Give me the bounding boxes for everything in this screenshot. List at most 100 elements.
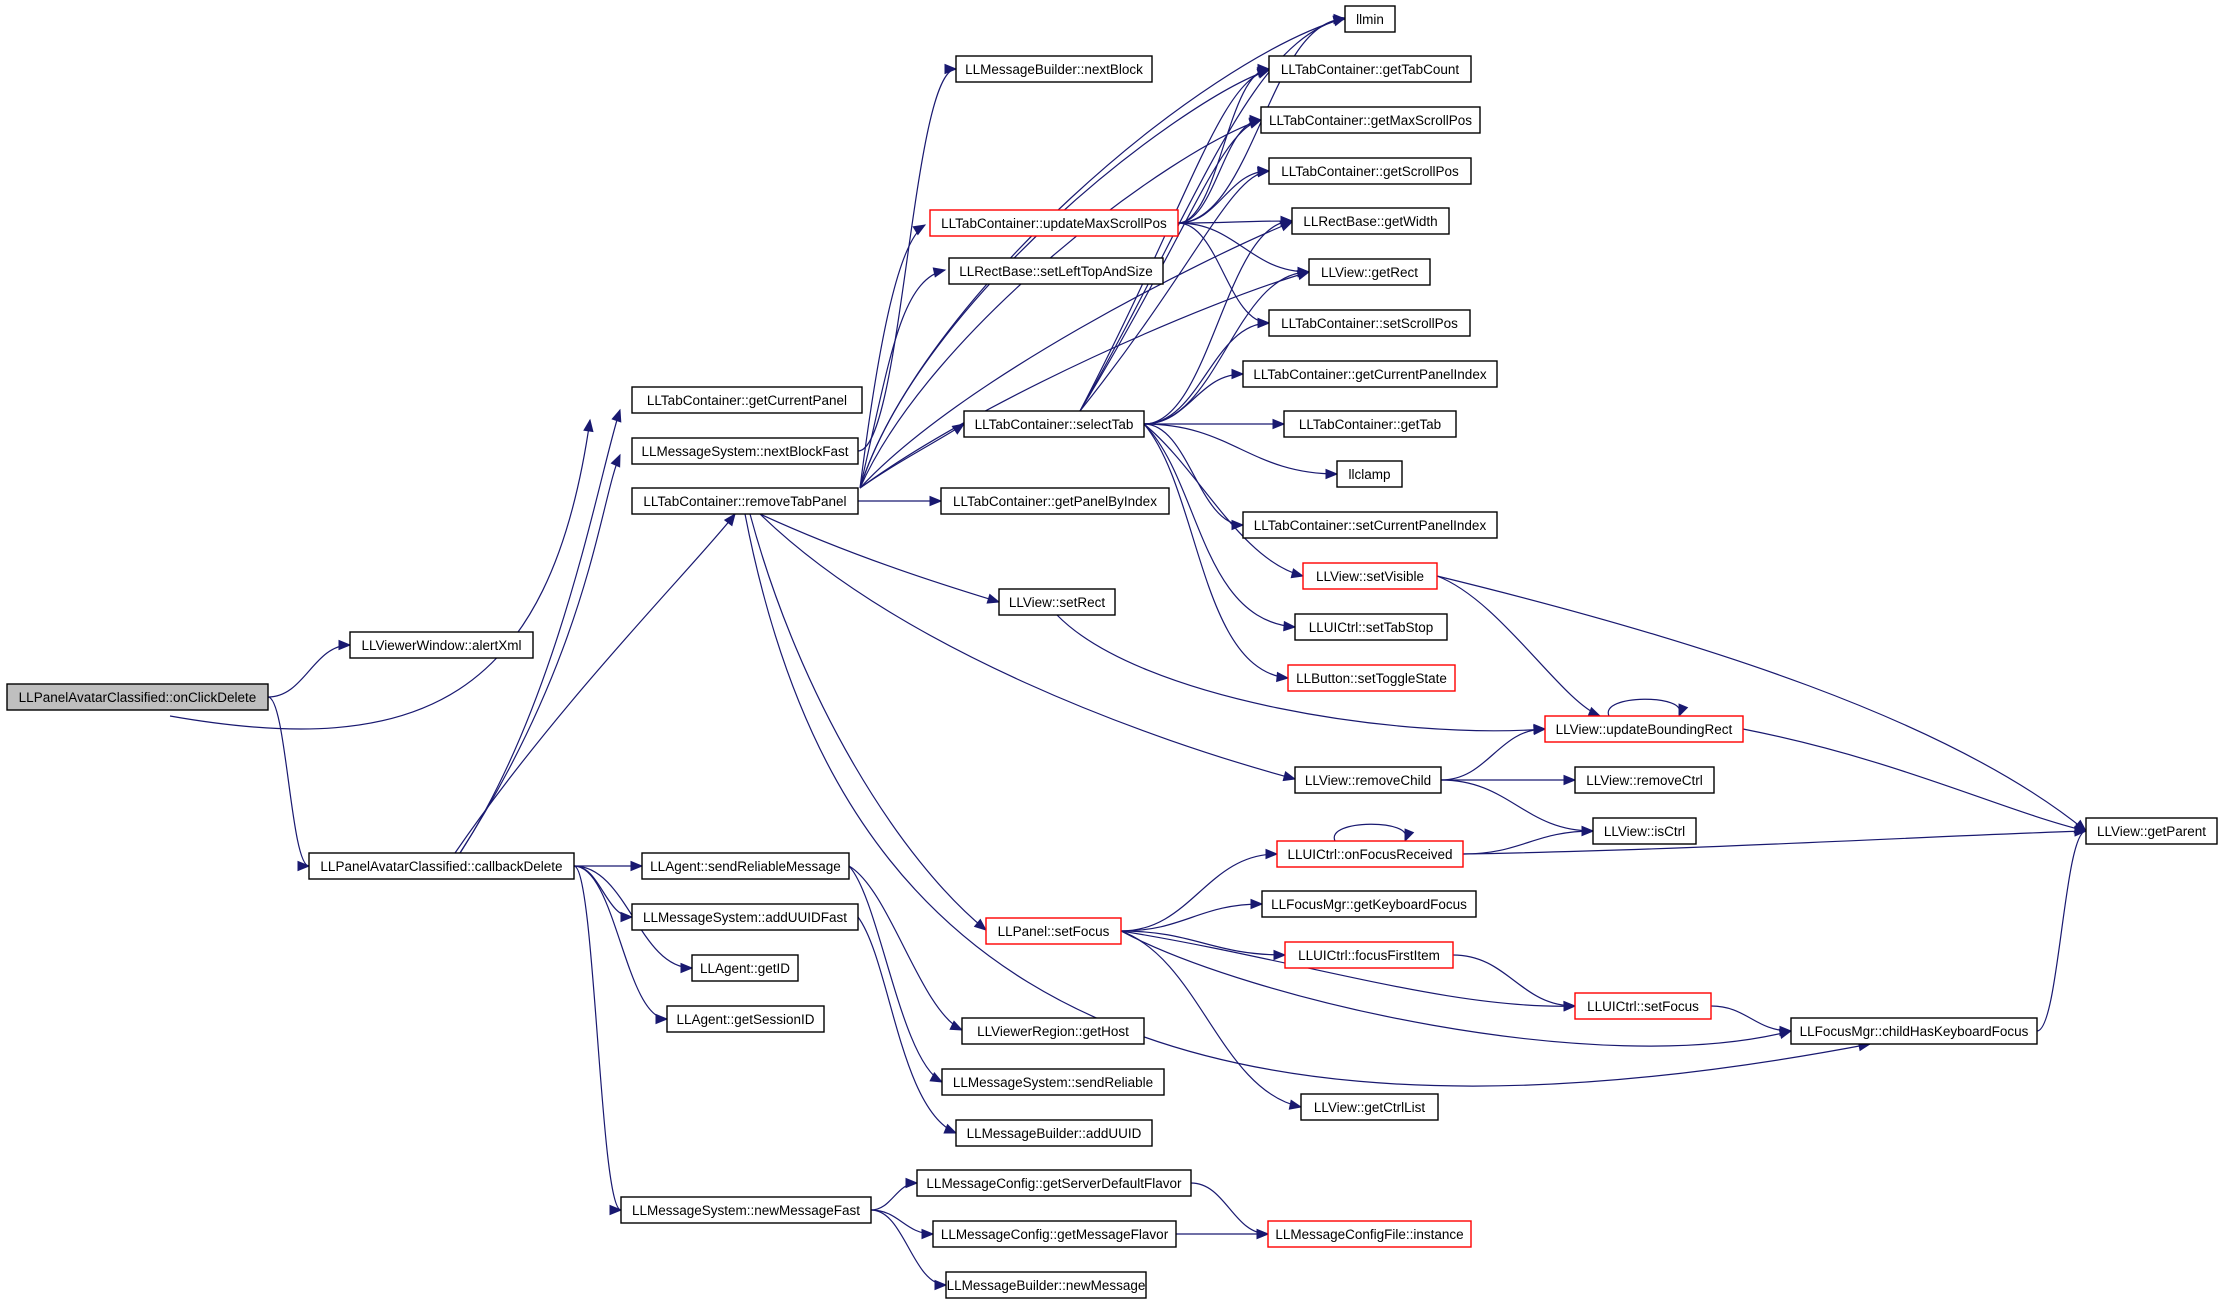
node-getHost[interactable]: LLViewerRegion::getHost (961, 1017, 1145, 1045)
node-box-updateMaxScrollPos[interactable] (929, 209, 1179, 237)
node-getScrollPos[interactable]: LLTabContainer::getScrollPos (1268, 157, 1472, 185)
node-newMessage[interactable]: LLMessageBuilder::newMessage (945, 1271, 1147, 1299)
node-getCurrentPanel[interactable]: LLTabContainer::getCurrentPanel (631, 386, 863, 414)
node-setVisible[interactable]: LLView::setVisible (1302, 562, 1438, 590)
node-box-getServerDefaultFlavor[interactable] (916, 1169, 1192, 1197)
node-box-setLeftTopAndSize[interactable] (948, 257, 1164, 285)
node-uiSetFocus[interactable]: LLUICtrl::setFocus (1574, 992, 1712, 1020)
node-sendReliable[interactable]: LLMessageSystem::sendReliable (941, 1068, 1165, 1096)
node-box-newMessage[interactable] (945, 1271, 1147, 1299)
node-box-getWidth[interactable] (1291, 207, 1450, 235)
node-box-addUUID[interactable] (955, 1119, 1153, 1147)
node-setLeftTopAndSize[interactable]: LLRectBase::setLeftTopAndSize (948, 257, 1164, 285)
node-box-getCurrentPanelIndex[interactable] (1242, 360, 1498, 388)
node-box-uiSetFocus[interactable] (1574, 992, 1712, 1020)
node-selectTab[interactable]: LLTabContainer::selectTab (963, 410, 1145, 438)
node-getPanelByIndex[interactable]: LLTabContainer::getPanelByIndex (940, 487, 1170, 515)
node-getCurrentPanelIndex[interactable]: LLTabContainer::getCurrentPanelIndex (1242, 360, 1498, 388)
node-box-setScrollPos[interactable] (1268, 309, 1471, 337)
node-childHasKeyboardFocus[interactable]: LLFocusMgr::childHasKeyboardFocus (1790, 1017, 2038, 1045)
node-box-getParent[interactable] (2085, 817, 2218, 845)
node-removeTabPanel[interactable]: LLTabContainer::removeTabPanel (631, 487, 859, 515)
node-getCtrlList[interactable]: LLView::getCtrlList (1300, 1093, 1439, 1121)
node-box-addUUIDFast[interactable] (631, 903, 859, 931)
node-box-root[interactable] (6, 683, 269, 711)
node-box-getScrollPos[interactable] (1268, 157, 1472, 185)
node-box-removeChild[interactable] (1294, 766, 1442, 794)
node-box-getSessionID[interactable] (666, 1005, 825, 1033)
node-getMaxScrollPos[interactable]: LLTabContainer::getMaxScrollPos (1260, 106, 1481, 134)
node-setFocus[interactable]: LLPanel::setFocus (985, 917, 1122, 945)
node-box-sendReliableMessage[interactable] (641, 852, 850, 880)
node-box-sendReliable[interactable] (941, 1068, 1165, 1096)
node-onFocusReceived[interactable]: LLUICtrl::onFocusReceived (1276, 840, 1464, 868)
node-box-removeCtrl[interactable] (1574, 766, 1715, 794)
node-nextBlock[interactable]: LLMessageBuilder::nextBlock (955, 55, 1153, 83)
node-box-removeTabPanel[interactable] (631, 487, 859, 515)
node-box-callbackDelete[interactable] (308, 852, 575, 880)
node-box-setToggleState[interactable] (1287, 664, 1456, 692)
node-callbackDelete[interactable]: LLPanelAvatarClassified::callbackDelete (308, 852, 575, 880)
node-box-llclamp[interactable] (1336, 460, 1403, 488)
node-getMessageFlavor[interactable]: LLMessageConfig::getMessageFlavor (932, 1220, 1177, 1248)
node-newMessageFast[interactable]: LLMessageSystem::newMessageFast (620, 1196, 872, 1224)
node-box-setCurrentPanelIndex[interactable] (1242, 511, 1498, 539)
node-box-isCtrl[interactable] (1592, 817, 1697, 845)
node-box-setTabStop[interactable] (1294, 613, 1448, 641)
node-focusFirstItem[interactable]: LLUICtrl::focusFirstItem (1284, 941, 1454, 969)
node-box-getCtrlList[interactable] (1300, 1093, 1439, 1121)
node-box-getMessageFlavor[interactable] (932, 1220, 1177, 1248)
node-addUUID[interactable]: LLMessageBuilder::addUUID (955, 1119, 1153, 1147)
node-setRect[interactable]: LLView::setRect (998, 588, 1116, 616)
node-box-selectTab[interactable] (963, 410, 1145, 438)
node-box-focusFirstItem[interactable] (1284, 941, 1454, 969)
node-box-getCurrentPanel[interactable] (631, 386, 863, 414)
node-isCtrl[interactable]: LLView::isCtrl (1592, 817, 1697, 845)
node-getParent[interactable]: LLView::getParent (2085, 817, 2218, 845)
node-sendReliableMessage[interactable]: LLAgent::sendReliableMessage (641, 852, 850, 880)
node-getServerDefaultFlavor[interactable]: LLMessageConfig::getServerDefaultFlavor (916, 1169, 1192, 1197)
node-box-getID[interactable] (691, 954, 799, 982)
node-removeChild[interactable]: LLView::removeChild (1294, 766, 1442, 794)
node-box-onFocusReceived[interactable] (1276, 840, 1464, 868)
node-instance[interactable]: LLMessageConfigFile::instance (1267, 1220, 1472, 1248)
node-setToggleState[interactable]: LLButton::setToggleState (1287, 664, 1456, 692)
node-box-instance[interactable] (1267, 1220, 1472, 1248)
node-getTab[interactable]: LLTabContainer::getTab (1283, 410, 1457, 438)
node-box-getPanelByIndex[interactable] (940, 487, 1170, 515)
node-box-getKeyboardFocus[interactable] (1261, 890, 1477, 918)
node-getTabCount[interactable]: LLTabContainer::getTabCount (1268, 55, 1472, 83)
node-box-getMaxScrollPos[interactable] (1260, 106, 1481, 134)
node-box-updateBoundingRect[interactable] (1544, 715, 1744, 743)
node-box-getTabCount[interactable] (1268, 55, 1472, 83)
node-box-getHost[interactable] (961, 1017, 1145, 1045)
node-box-llmin[interactable] (1344, 5, 1396, 33)
node-box-nextBlockFast[interactable] (631, 437, 859, 465)
node-getWidth[interactable]: LLRectBase::getWidth (1291, 207, 1450, 235)
node-box-setFocus[interactable] (985, 917, 1122, 945)
node-llmin[interactable]: llmin (1344, 5, 1396, 33)
node-box-getTab[interactable] (1283, 410, 1457, 438)
node-nextBlockFast[interactable]: LLMessageSystem::nextBlockFast (631, 437, 859, 465)
node-addUUIDFast[interactable]: LLMessageSystem::addUUIDFast (631, 903, 859, 931)
node-setTabStop[interactable]: LLUICtrl::setTabStop (1294, 613, 1448, 641)
node-getRect[interactable]: LLView::getRect (1308, 258, 1431, 286)
node-getKeyboardFocus[interactable]: LLFocusMgr::getKeyboardFocus (1261, 890, 1477, 918)
node-getID[interactable]: LLAgent::getID (691, 954, 799, 982)
node-box-newMessageFast[interactable] (620, 1196, 872, 1224)
node-alertXml[interactable]: LLViewerWindow::alertXml (349, 631, 534, 659)
node-box-childHasKeyboardFocus[interactable] (1790, 1017, 2038, 1045)
node-setScrollPos[interactable]: LLTabContainer::setScrollPos (1268, 309, 1471, 337)
node-updateBoundingRect[interactable]: LLView::updateBoundingRect (1544, 715, 1744, 743)
node-llclamp[interactable]: llclamp (1336, 460, 1403, 488)
node-root[interactable]: LLPanelAvatarClassified::onClickDelete (6, 683, 269, 711)
node-box-setRect[interactable] (998, 588, 1116, 616)
node-box-getRect[interactable] (1308, 258, 1431, 286)
node-box-alertXml[interactable] (349, 631, 534, 659)
node-removeCtrl[interactable]: LLView::removeCtrl (1574, 766, 1715, 794)
node-setCurrentPanelIndex[interactable]: LLTabContainer::setCurrentPanelIndex (1242, 511, 1498, 539)
node-box-setVisible[interactable] (1302, 562, 1438, 590)
node-box-nextBlock[interactable] (955, 55, 1153, 83)
node-updateMaxScrollPos[interactable]: LLTabContainer::updateMaxScrollPos (929, 209, 1179, 237)
node-getSessionID[interactable]: LLAgent::getSessionID (666, 1005, 825, 1033)
